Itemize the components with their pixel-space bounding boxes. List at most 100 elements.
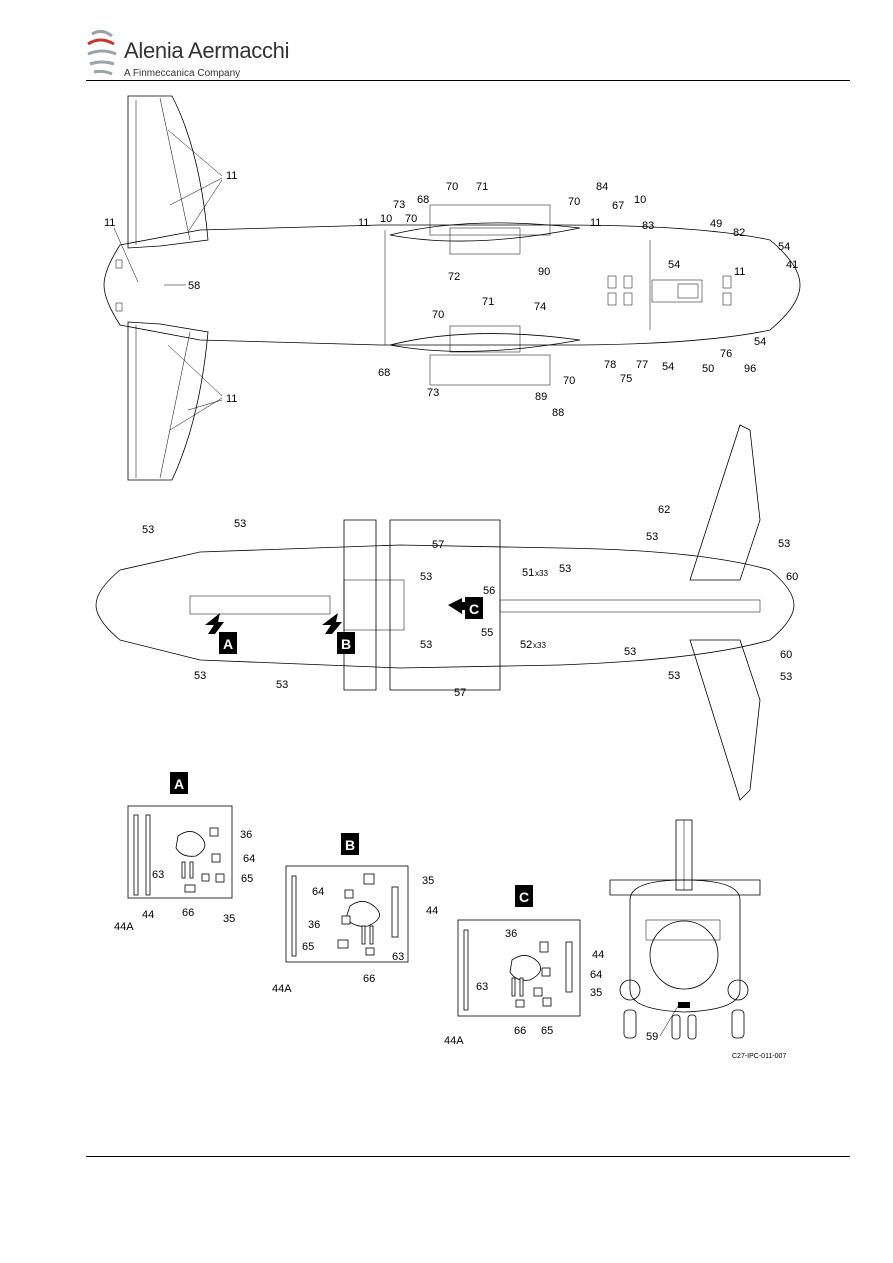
callout-62: 62 — [658, 504, 670, 516]
detail-c-callout-35: 35 — [590, 987, 602, 999]
callout-71-a: 71 — [476, 181, 488, 193]
callout-53-d: 53 — [276, 679, 288, 691]
detail-b-callout-35: 35 — [422, 875, 434, 887]
callout-53-c: 53 — [194, 670, 206, 682]
detail-a-callout-63: 63 — [152, 869, 164, 881]
callout-67: 67 — [612, 200, 624, 212]
detail-b-callout-65: 65 — [302, 941, 314, 953]
callout-72: 72 — [448, 271, 460, 283]
callout-77: 77 — [636, 359, 648, 371]
detail-c-callout-65: 65 — [541, 1025, 553, 1037]
detail-tag-c-label: C — [469, 601, 479, 617]
callout-53-k: 53 — [668, 670, 680, 682]
detail-arrow-icon — [448, 598, 470, 614]
callout-55: 55 — [481, 627, 493, 639]
company-logo: Alenia Aermacchi A Finmeccanica Company — [86, 26, 306, 82]
callout-60-a: 60 — [786, 571, 798, 583]
detail-a-callout-44: 44 — [142, 909, 154, 921]
detail-b-callout-64: 64 — [312, 886, 324, 898]
detail-c-callout-36: 36 — [505, 928, 517, 940]
callout-90: 90 — [538, 266, 550, 278]
detail-arrow-icon — [205, 613, 224, 634]
svg-text:A: A — [174, 776, 184, 792]
detail-a-callout-36: 36 — [240, 829, 252, 841]
callout-49: 49 — [710, 218, 722, 230]
callout-57-a: 57 — [432, 539, 444, 551]
front-callout-59: 59 — [646, 1031, 658, 1043]
callout-10-b: 10 — [634, 194, 646, 206]
callout-11-tail: 11 — [104, 217, 115, 229]
top-view: 11 11 58 11 11 10 73 70 68 70 71 72 71 7… — [103, 95, 801, 481]
bottom-view: A B C 53 53 53 53 57 53 56 55 53 57 51 x… — [95, 424, 798, 801]
callout-70-d: 70 — [568, 196, 580, 208]
callout-57-b: 57 — [454, 687, 466, 699]
front-view: 59 — [609, 819, 761, 1043]
detail-a-callout-66: 66 — [182, 907, 194, 919]
detail-tag-b-label: B — [341, 636, 351, 652]
callout-10-a: 10 — [380, 213, 392, 225]
callout-70-e: 70 — [563, 375, 575, 387]
detail-c-callout-66: 66 — [514, 1025, 526, 1037]
detail-tag-a-label: A — [223, 636, 233, 652]
detail-b-callout-63: 63 — [392, 951, 404, 963]
callout-56: 56 — [483, 585, 495, 597]
callout-53-g: 53 — [559, 563, 571, 575]
callout-70-b: 70 — [446, 181, 458, 193]
callout-73-a: 73 — [393, 199, 405, 211]
callout-76: 76 — [720, 348, 732, 360]
figure-reference: C27-IPC-011-007 — [732, 1053, 786, 1060]
callout-78: 78 — [604, 359, 616, 371]
brand-name: Alenia Aermacchi — [124, 38, 290, 63]
callout-75: 75 — [620, 373, 632, 385]
callout-83: 83 — [642, 220, 654, 232]
callout-52-qty: x33 — [533, 641, 546, 650]
callout-53-a: 53 — [142, 524, 154, 536]
detail-c-callout-44: 44 — [592, 949, 604, 961]
callout-96: 96 — [744, 363, 756, 375]
detail-tag-b — [337, 632, 355, 654]
detail-c-callout-63: 63 — [476, 981, 488, 993]
detail-a-callout-65: 65 — [241, 873, 253, 885]
callout-41: 41 — [786, 259, 798, 271]
callout-88: 88 — [552, 407, 564, 419]
callout-53-j: 53 — [778, 538, 790, 550]
detail-b-callout-44: 44 — [426, 905, 438, 917]
callout-11-a: 11 — [358, 217, 369, 229]
detail-b-callout-36: 36 — [308, 919, 320, 931]
callout-51: 51 — [522, 567, 534, 579]
detail-b-callout-66: 66 — [363, 973, 375, 985]
callout-53-l: 53 — [780, 671, 792, 683]
callout-84: 84 — [596, 181, 608, 193]
callout-71-b: 71 — [482, 296, 494, 308]
callout-73-b: 73 — [427, 387, 439, 399]
callout-50: 50 — [702, 363, 714, 375]
detail-a: A 36 64 63 65 66 35 44A 44 — [114, 772, 255, 933]
callout-54-b: 54 — [778, 241, 790, 253]
detail-tag-c — [465, 597, 483, 619]
brand-subtitle: A Finmeccanica Company — [124, 68, 241, 79]
svg-text:C: C — [519, 889, 529, 905]
callout-11-upper: 11 — [226, 170, 237, 182]
detail-b-callout-44a: 44A — [272, 983, 292, 995]
callout-74: 74 — [534, 301, 546, 313]
callout-11-c: 11 — [734, 266, 745, 278]
callout-11-lower: 11 — [226, 393, 237, 405]
detail-a-callout-44a: 44A — [114, 921, 134, 933]
callout-54-a: 54 — [668, 259, 680, 271]
detail-a-callout-64: 64 — [243, 853, 255, 865]
detail-a-callout-35: 35 — [223, 913, 235, 925]
detail-c: C 36 44 64 63 35 66 65 44A — [444, 885, 604, 1047]
detail-c-callout-44a: 44A — [444, 1035, 464, 1047]
detail-c-callout-64: 64 — [590, 969, 602, 981]
footer-rule — [86, 1156, 850, 1157]
callout-82: 82 — [733, 227, 745, 239]
detail-b: B 35 64 44 36 65 63 66 44A — [272, 833, 438, 995]
alenia-swoosh-logo-icon — [87, 29, 117, 76]
callout-54-d: 54 — [662, 361, 674, 373]
callout-53-h: 53 — [624, 646, 636, 658]
detail-arrow-icon — [322, 613, 342, 634]
detail-tag-a — [219, 632, 237, 654]
callout-11-b: 11 — [590, 217, 601, 229]
header-rule — [86, 80, 850, 81]
